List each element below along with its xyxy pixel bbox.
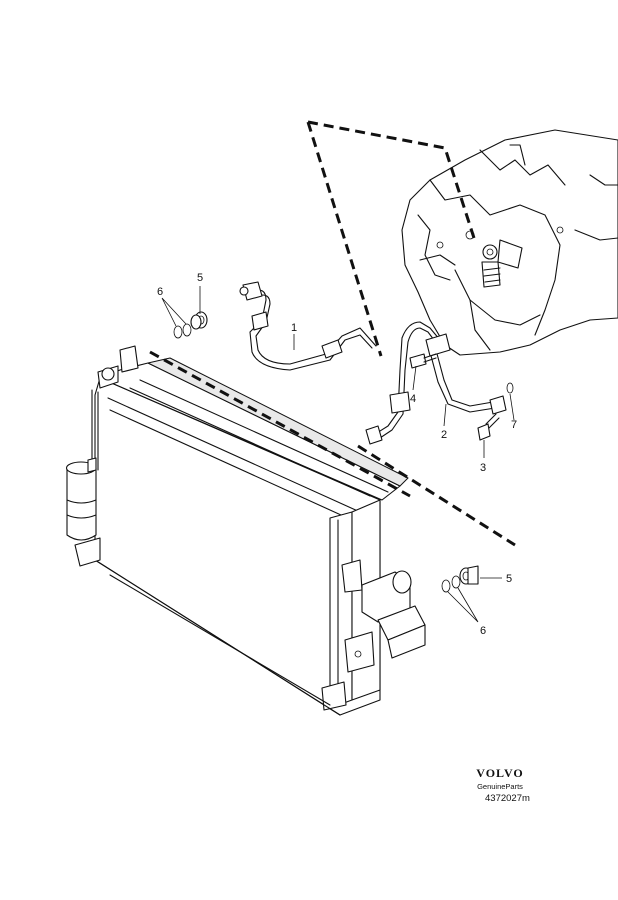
callout-2: 2 (441, 429, 447, 441)
pipe-1 (239, 281, 377, 371)
assembly-guides (149, 120, 516, 547)
callout-4: 4 (410, 393, 416, 405)
callouts: 1 2 3 4 5 5 6 6 7 (157, 272, 517, 637)
brand-tagline: GenuineParts (477, 782, 523, 791)
bolt-4 (409, 353, 437, 369)
callout-5-lower: 5 (506, 573, 512, 585)
o-rings-6-lower (441, 575, 461, 593)
brand-block: VOLVO GenuineParts (468, 766, 532, 791)
pipe-2 (365, 321, 507, 445)
receiver-drier (65, 457, 97, 541)
compressor-housing (401, 129, 618, 356)
volvo-logo: VOLVO (476, 766, 524, 780)
fitting-5-upper (190, 311, 208, 330)
callout-5-upper: 5 (197, 272, 203, 284)
o-ring-7 (506, 382, 514, 394)
condenser (74, 345, 426, 716)
callout-3: 3 (480, 462, 486, 474)
callout-7: 7 (511, 419, 517, 431)
callout-6-upper: 6 (157, 286, 163, 298)
callout-6-lower: 6 (480, 625, 486, 637)
fitting-5-lower (459, 565, 479, 585)
callout-1: 1 (291, 322, 297, 334)
o-rings-6-upper (173, 323, 192, 339)
diagram-reference: 4372027m (485, 793, 530, 804)
bolt-3 (477, 413, 500, 441)
leader-lines (161, 286, 515, 623)
